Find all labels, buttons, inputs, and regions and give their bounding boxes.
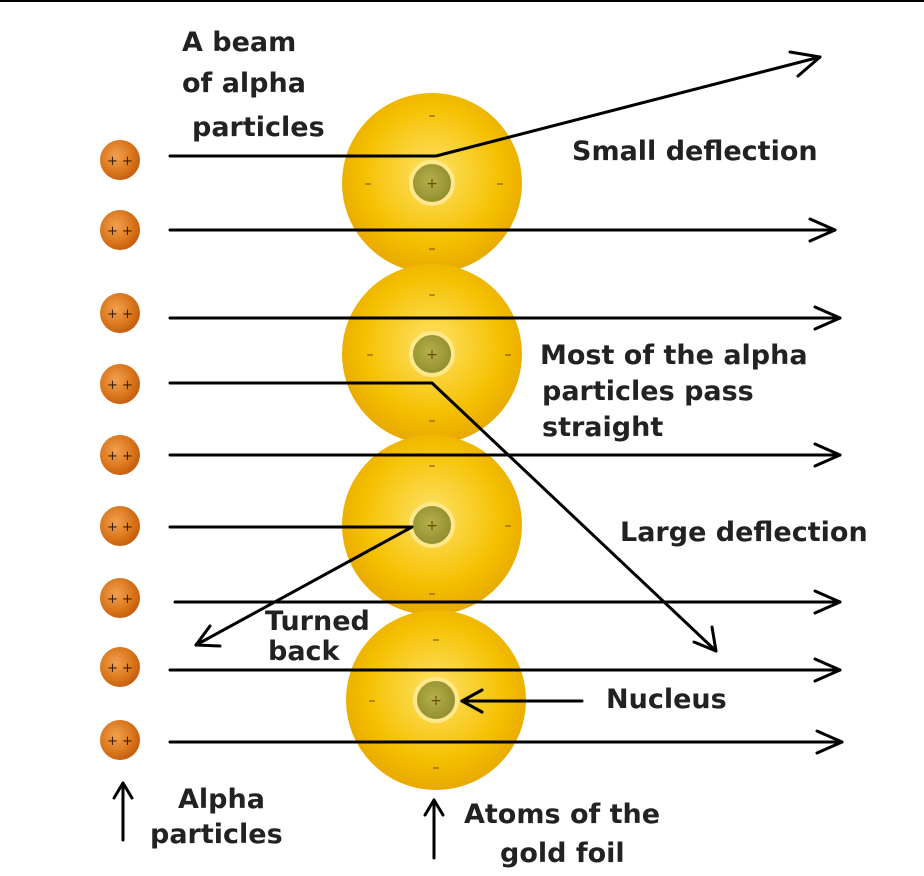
- svg-text:+ +: + +: [107, 307, 133, 322]
- svg-text:+ +: + +: [107, 378, 133, 393]
- nucleus-plus-icon: +: [426, 347, 438, 363]
- nucleus: [409, 331, 455, 377]
- nucleus-plus-icon: +: [426, 518, 438, 534]
- electron-minus-icon: –: [429, 287, 436, 303]
- svg-text:+ +: + +: [107, 449, 133, 464]
- alpha-particle: + +: [100, 647, 140, 687]
- electron-minus-icon: –: [429, 241, 436, 257]
- svg-text:+ +: + +: [107, 734, 133, 749]
- electron-minus-icon: –: [429, 458, 436, 474]
- electron-minus-icon: –: [429, 413, 436, 429]
- straight-path: [168, 305, 842, 331]
- alpha-particle: + +: [100, 578, 140, 618]
- beam-label: A beam of alpha particles: [182, 27, 325, 143]
- straight-path: [173, 589, 842, 615]
- alpha-particle: + +: [100, 720, 140, 760]
- straight-path: [168, 442, 842, 468]
- alpha-particle: + +: [100, 506, 140, 546]
- alpha-particles-up-arrow: [112, 781, 134, 842]
- electron-minus-icon: –: [367, 347, 374, 363]
- straight-path: [168, 657, 842, 683]
- turned-back-path: [168, 525, 414, 648]
- electron-minus-icon: –: [365, 176, 372, 192]
- alpha-particle: + +: [100, 364, 140, 404]
- alpha-particle: + +: [100, 293, 140, 333]
- electron-minus-icon: –: [433, 760, 440, 776]
- alpha-particles-label: Alpha particles: [150, 784, 283, 850]
- gold-atom-3: + – – –: [342, 435, 522, 615]
- nucleus: [409, 160, 455, 206]
- nucleus-plus-icon: +: [426, 176, 438, 192]
- alpha-particle: + +: [100, 140, 140, 180]
- nucleus-label: Nucleus: [606, 684, 727, 715]
- most-pass-straight-label: Most of the alpha particles pass straigh…: [540, 340, 817, 443]
- atoms-up-arrow: [423, 798, 445, 860]
- gold-atom-1: + – – – –: [342, 93, 522, 273]
- nucleus: [409, 502, 455, 548]
- electron-minus-icon: –: [497, 176, 504, 192]
- electron-minus-icon: –: [429, 586, 436, 602]
- gold-atom-4: + – – – –: [346, 610, 526, 790]
- electron-minus-icon: –: [429, 108, 436, 124]
- straight-path: [168, 217, 837, 243]
- svg-text:+ +: + +: [107, 154, 133, 169]
- svg-text:+ +: + +: [107, 520, 133, 535]
- small-deflection-path: [168, 50, 822, 158]
- nucleus-plus-icon: +: [430, 693, 442, 709]
- atoms-gold-foil-label: Atoms of the gold foil: [464, 799, 670, 869]
- electron-minus-icon: –: [369, 693, 376, 709]
- small-deflection-label: Small deflection: [572, 136, 818, 167]
- electron-minus-icon: –: [505, 347, 512, 363]
- nucleus: [413, 677, 459, 723]
- electron-minus-icon: –: [505, 518, 512, 534]
- alpha-particle: + +: [100, 210, 140, 250]
- nucleus-pointer-arrow: [460, 688, 584, 714]
- electron-minus-icon: –: [433, 632, 440, 648]
- large-deflection-label: Large deflection: [620, 517, 868, 548]
- alpha-particle: + +: [100, 435, 140, 475]
- straight-path: [168, 729, 844, 755]
- svg-text:+ +: + +: [107, 661, 133, 676]
- large-deflection-path: [168, 381, 718, 653]
- svg-text:+ +: + +: [107, 224, 133, 239]
- gold-atom-2: + – – – –: [342, 264, 522, 444]
- svg-text:+ +: + +: [107, 592, 133, 607]
- turned-back-label: Turned back: [265, 606, 379, 667]
